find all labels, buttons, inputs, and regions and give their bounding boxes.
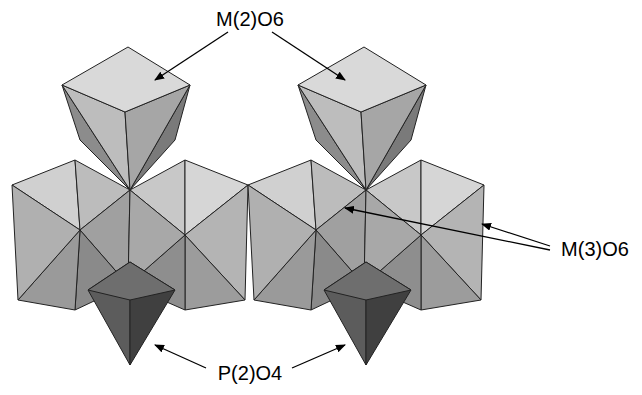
formula-label: M(3)O6	[561, 238, 629, 260]
formula-label: P(2)O4	[218, 362, 282, 384]
formula-label: M(2)O6	[216, 8, 284, 30]
